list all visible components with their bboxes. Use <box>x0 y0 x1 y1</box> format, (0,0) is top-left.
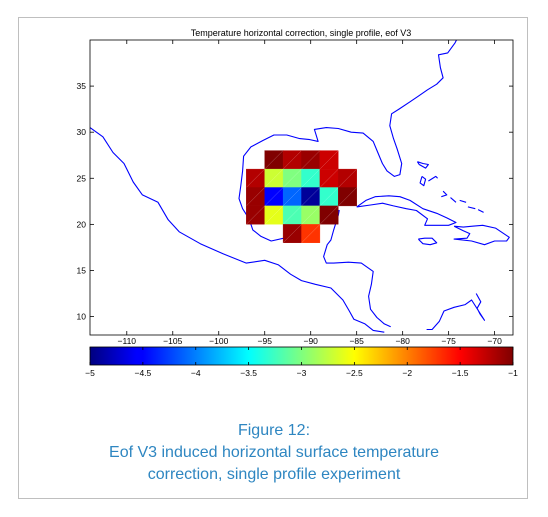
y-axis-ticks: 10 15 20 25 30 35 <box>77 81 513 322</box>
coastline-path <box>356 195 457 226</box>
cell-diagonal <box>264 205 284 225</box>
cell-diagonal <box>246 205 265 225</box>
y-tick-label: 10 <box>77 312 87 322</box>
plot-border <box>89 39 514 336</box>
cell-diagonal <box>246 168 265 188</box>
cell-diagonal <box>319 168 339 188</box>
x-tick-label: −75 <box>441 336 456 346</box>
cell-diagonal <box>264 150 284 170</box>
cell-diagonal <box>301 224 321 243</box>
y-tick-label: 20 <box>77 219 87 229</box>
heatmap-cells <box>246 150 357 243</box>
coastline-path <box>428 175 438 182</box>
colorbar-tick-label: −4.5 <box>134 368 151 378</box>
x-tick-label: −100 <box>209 336 228 346</box>
colorbar-tick-label: −2 <box>402 368 412 378</box>
heatmap-cell <box>338 187 357 207</box>
cell-diagonal <box>282 168 302 188</box>
y-tick-label: 35 <box>77 81 87 91</box>
cell-diagonal <box>319 150 339 170</box>
x-tick-label: −80 <box>395 336 410 346</box>
coastline-path <box>419 175 427 187</box>
cell-diagonal <box>301 150 321 170</box>
colorbar-tick-label: −4 <box>191 368 201 378</box>
colorbar-tick-label: −3.5 <box>240 368 257 378</box>
cell-diagonal <box>282 224 302 243</box>
coastline-path <box>467 206 476 210</box>
cell-diagonal <box>282 150 302 170</box>
cell-diagonal <box>282 205 302 225</box>
x-tick-label: −110 <box>118 336 137 346</box>
coastline-path <box>477 209 484 213</box>
cell-diagonal <box>264 168 284 188</box>
x-tick-label: −90 <box>303 336 318 346</box>
chart: Temperature horizontal correction, singl… <box>77 28 535 378</box>
heatmap-cell <box>301 224 321 243</box>
coastline-path <box>426 293 486 331</box>
coastline-path <box>520 238 535 244</box>
heatmap-cell <box>319 205 339 225</box>
y-tick-label: 15 <box>77 265 87 275</box>
x-tick-label: −105 <box>163 336 182 346</box>
colorbar-tick-label: −3 <box>297 368 307 378</box>
cell-diagonal <box>301 205 321 225</box>
coastline-path <box>450 197 457 203</box>
coastline-path <box>453 224 510 246</box>
figure-label: Figure 12: <box>237 422 311 439</box>
cell-diagonal <box>246 187 265 207</box>
cell-diagonal <box>338 168 357 188</box>
cell-diagonal <box>338 187 357 207</box>
caption-line-2: correction, single profile experiment <box>147 466 401 483</box>
cell-diagonal <box>319 205 339 225</box>
coastline-path <box>417 237 438 246</box>
x-axis-ticks: −110 −105 −100 −95 −90 −85 −80 −75 −70 <box>118 40 502 346</box>
coastline-path <box>441 190 448 198</box>
x-tick-label: −85 <box>349 336 364 346</box>
coastline-path <box>90 127 385 333</box>
map-area <box>90 40 535 335</box>
colorbar-tick-label: −5 <box>85 368 95 378</box>
colorbar-tick-label: −1.5 <box>452 368 469 378</box>
coastline-path <box>416 161 429 169</box>
x-tick-label: −95 <box>258 336 273 346</box>
colorbar-tick-label: −2.5 <box>346 368 363 378</box>
y-tick-label: 25 <box>77 173 87 183</box>
coastline-path <box>238 40 458 328</box>
cell-diagonal <box>301 168 321 188</box>
coastline-path <box>459 199 467 203</box>
cell-diagonal <box>264 187 284 207</box>
cell-diagonal <box>301 187 321 207</box>
y-tick-label: 30 <box>77 127 87 137</box>
cell-diagonal <box>319 187 339 207</box>
figure-caption: Figure 12: Eof V3 induced horizontal sur… <box>0 420 548 486</box>
x-tick-label: −70 <box>487 336 502 346</box>
cell-diagonal <box>282 187 302 207</box>
chart-title: Temperature horizontal correction, singl… <box>191 28 412 38</box>
colorbar-tick-label: −1 <box>508 368 518 378</box>
colorbar-ticks: −5 −4.5 −4 −3.5 −3 −2.5 −2 −1.5 −1 <box>85 347 518 378</box>
coastline <box>90 40 535 333</box>
caption-line-1: Eof V3 induced horizontal surface temper… <box>109 444 439 461</box>
